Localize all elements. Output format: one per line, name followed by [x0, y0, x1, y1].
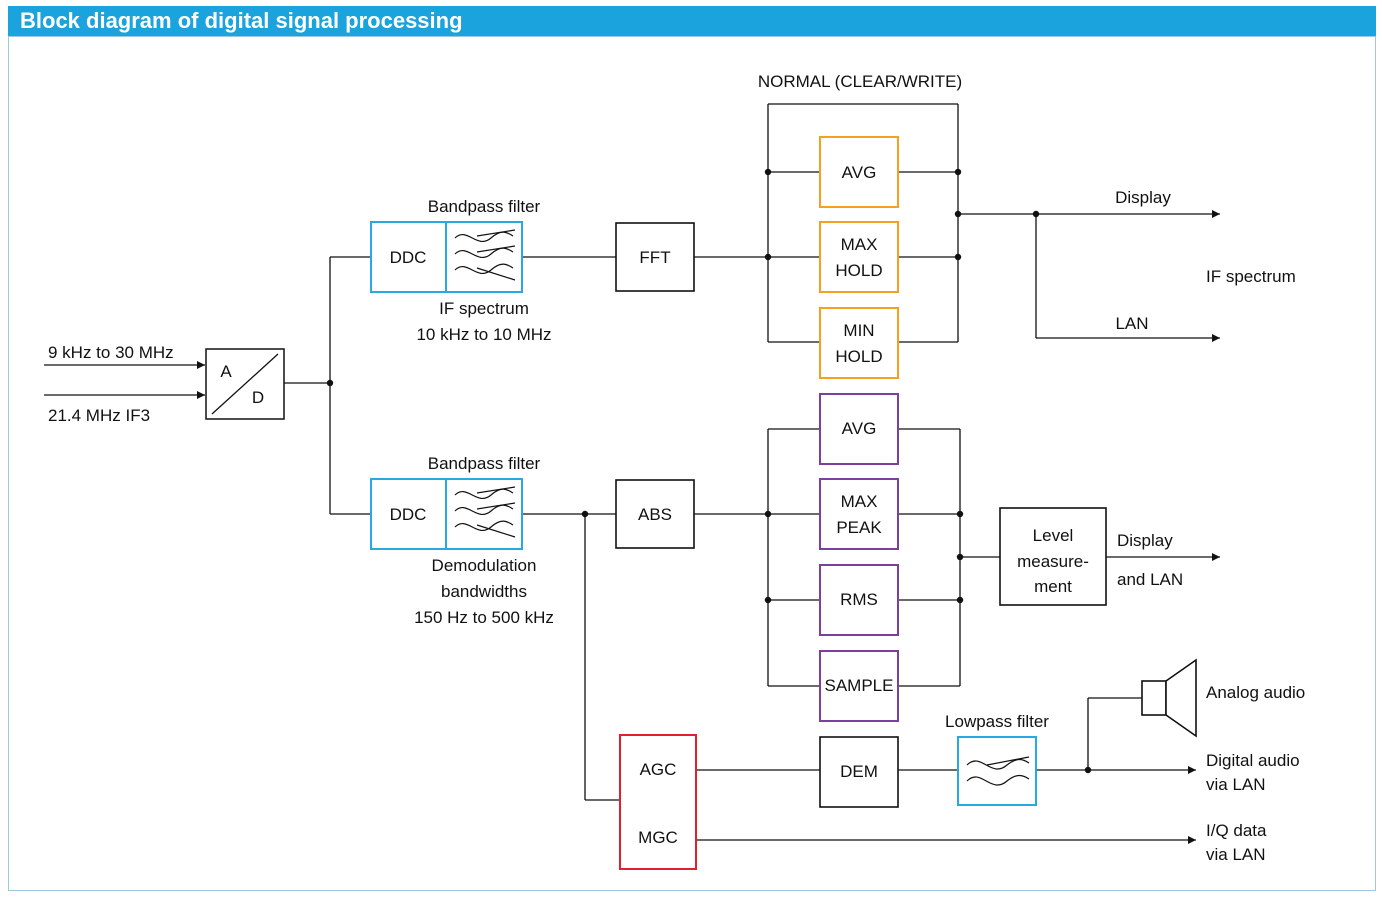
digital-audio-label-2: via LAN [1206, 775, 1266, 794]
svg-text:FFT: FFT [639, 248, 670, 267]
adc-block: A D [205, 348, 285, 420]
normal-mode-label: NORMAL (CLEAR/WRITE) [758, 72, 962, 91]
lower-note-2: bandwidths [441, 582, 527, 601]
input-label-2: 21.4 MHz IF3 [48, 406, 150, 425]
upper-note-1: IF spectrum [439, 299, 529, 318]
input-label-1: 9 kHz to 30 MHz [48, 343, 174, 362]
upper-ddc-filter-block: DDC [370, 221, 523, 293]
svg-text:PEAK: PEAK [836, 518, 882, 537]
abs-block: ABS [615, 479, 695, 549]
svg-text:RMS: RMS [840, 590, 878, 609]
upper-output-note: IF spectrum [1206, 267, 1296, 286]
svg-text:SAMPLE: SAMPLE [825, 676, 894, 695]
lowpass-filter-block [957, 736, 1037, 806]
svg-text:ment: ment [1034, 577, 1072, 596]
trace-avg-block: AVG [819, 136, 899, 208]
upper-filter-title: Bandpass filter [428, 197, 541, 216]
svg-text:MIN: MIN [843, 321, 874, 340]
mgc-label: MGC [638, 828, 678, 847]
iq-data-label-2: via LAN [1206, 845, 1266, 864]
trace-min-hold-block: MIN HOLD [819, 307, 899, 379]
fft-block: FFT [615, 222, 695, 292]
svg-text:DEM: DEM [840, 762, 878, 781]
svg-text:AVG: AVG [842, 419, 877, 438]
lower-lan-label: and LAN [1117, 570, 1183, 589]
upper-display-label: Display [1115, 188, 1171, 207]
detector-rms-block: RMS [819, 564, 899, 636]
upper-note-2: 10 kHz to 10 MHz [416, 325, 551, 344]
svg-text:AVG: AVG [842, 163, 877, 182]
detector-avg-block: AVG [819, 393, 899, 465]
page-title: Block diagram of digital signal processi… [8, 6, 1376, 36]
svg-text:ABS: ABS [638, 505, 672, 524]
iq-data-label-1: I/Q data [1206, 821, 1267, 840]
svg-text:HOLD: HOLD [835, 261, 882, 280]
svg-text:HOLD: HOLD [835, 347, 882, 366]
svg-text:measure-: measure- [1017, 552, 1089, 571]
demodulator-block: DEM [819, 736, 899, 808]
lower-ddc-label: DDC [390, 505, 427, 524]
gain-control-block: AGC MGC [619, 734, 697, 870]
detector-sample-block: SAMPLE [819, 650, 899, 722]
svg-text:MAX: MAX [841, 492, 878, 511]
level-measurement-block: Level measure- ment [999, 507, 1107, 606]
lower-note-1: Demodulation [432, 556, 537, 575]
lower-note-3: 150 Hz to 500 kHz [414, 608, 554, 627]
adc-d-label: D [252, 388, 264, 407]
analog-audio-label: Analog audio [1206, 683, 1305, 702]
lower-display-label: Display [1117, 531, 1173, 550]
lower-ddc-filter-block: DDC [370, 478, 523, 550]
diagram-frame [8, 36, 1376, 891]
svg-text:Level: Level [1033, 526, 1074, 545]
junction-dots [326, 168, 1092, 774]
lowpass-filter-title: Lowpass filter [945, 712, 1049, 731]
detector-max-peak-block: MAX PEAK [819, 478, 899, 550]
adc-a-label: A [220, 362, 232, 381]
agc-label: AGC [640, 760, 677, 779]
digital-audio-label-1: Digital audio [1206, 751, 1300, 770]
connection-lines [44, 103, 1220, 844]
upper-ddc-label: DDC [390, 248, 427, 267]
trace-max-hold-block: MAX HOLD [819, 221, 899, 293]
upper-lan-label: LAN [1115, 314, 1148, 333]
svg-text:MAX: MAX [841, 235, 878, 254]
lower-filter-title: Bandpass filter [428, 454, 541, 473]
speaker-icon [1141, 658, 1197, 738]
